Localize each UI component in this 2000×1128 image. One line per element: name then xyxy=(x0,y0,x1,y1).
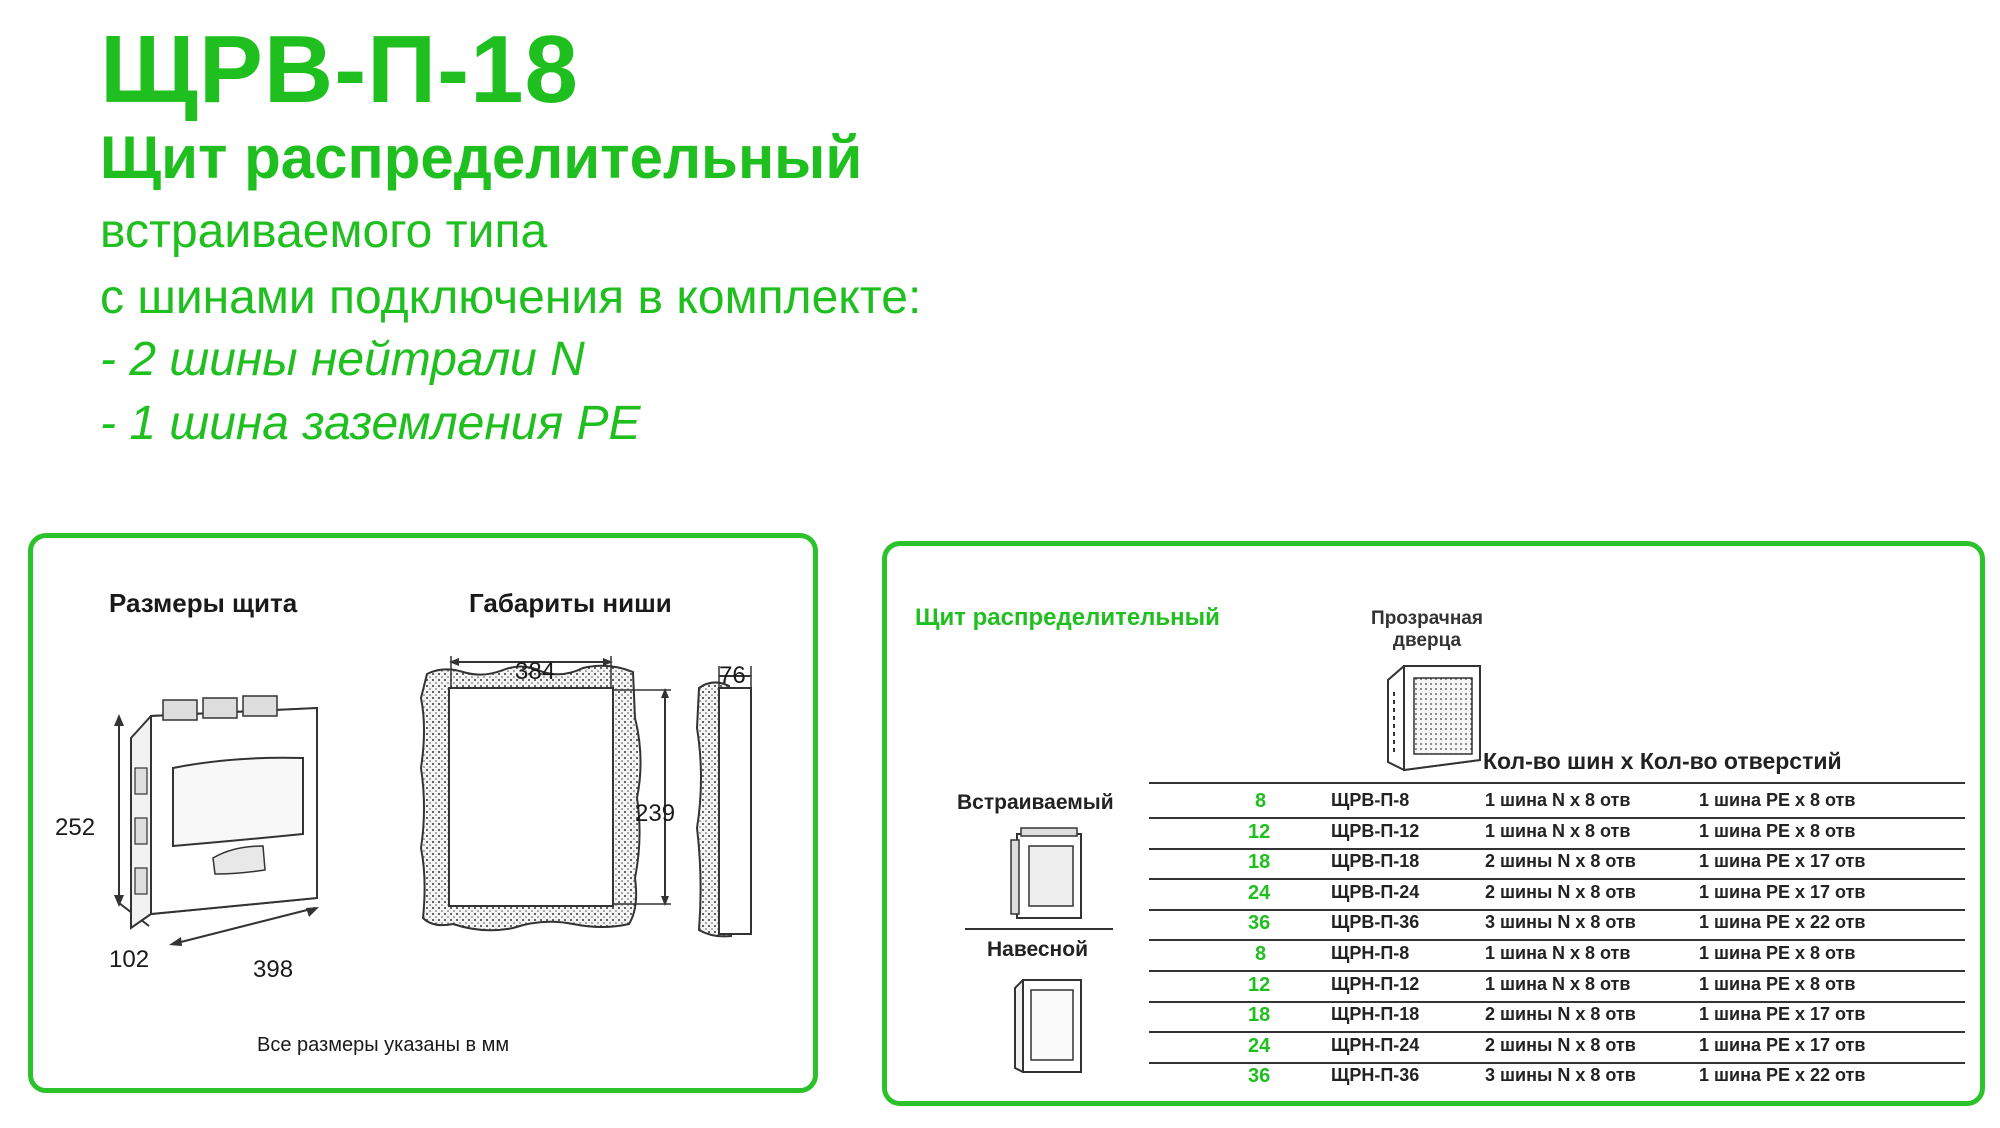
modules-count: 24 xyxy=(1248,882,1271,904)
neutral-bars: 1 шина N x 8 отв xyxy=(1485,943,1631,963)
row-divider xyxy=(1149,848,1965,850)
panel-drawing xyxy=(114,695,319,946)
transparent-door-icon xyxy=(1387,665,1481,772)
neutral-bars: 1 шина N x 8 отв xyxy=(1485,821,1631,841)
row-divider xyxy=(1149,970,1965,972)
ground-bars: 1 шина PE x 22 отв xyxy=(1699,1065,1866,1085)
sizes-label: Размеры щита xyxy=(109,588,298,618)
modules-count: 18 xyxy=(1248,851,1271,873)
neutral-bars: 1 шина N x 8 отв xyxy=(1485,790,1631,810)
ground-bars: 1 шина PE x 17 отв xyxy=(1699,882,1866,902)
dim-height: 252 xyxy=(55,814,96,841)
product-code: ЩРВ-П-18 xyxy=(100,16,579,123)
models-title: Щит распределительный xyxy=(915,604,1220,631)
ground-bars: 1 шина PE x 8 отв xyxy=(1699,821,1856,841)
modules-count: 12 xyxy=(1248,974,1271,996)
neutral-bars: 3 шины N x 8 отв xyxy=(1485,912,1636,932)
model-code: ЩРВ-П-8 xyxy=(1331,790,1410,810)
modules-count: 18 xyxy=(1248,1004,1271,1026)
models-panel: Щит распределительный Прозрачная дверца … xyxy=(882,541,1985,1106)
modules-count: 24 xyxy=(1248,1035,1271,1057)
modules-count: 8 xyxy=(1255,790,1267,812)
builtin-box-icon xyxy=(1010,827,1082,919)
row-divider xyxy=(1149,909,1965,911)
model-code: ЩРВ-П-12 xyxy=(1331,821,1420,841)
neutral-bars: 2 шины N x 8 отв xyxy=(1485,882,1636,902)
ground-bars: 1 шина PE x 17 отв xyxy=(1699,1035,1866,1055)
header-rule xyxy=(1149,782,1965,784)
neutral-bars: 2 шины N x 8 отв xyxy=(1485,1004,1636,1024)
row-divider xyxy=(1149,1031,1965,1033)
group-divider xyxy=(965,928,1113,930)
ground-bars: 1 шина PE x 17 отв xyxy=(1699,1004,1866,1024)
row-divider xyxy=(1149,939,1965,941)
door-label-line1: Прозрачная xyxy=(1371,608,1483,629)
row-divider xyxy=(1149,878,1965,880)
ground-bars: 1 шина PE x 8 отв xyxy=(1699,974,1856,994)
ground-bars: 1 шина PE x 22 отв xyxy=(1699,912,1866,932)
neutral-bars: 2 шины N x 8 отв xyxy=(1485,1035,1636,1055)
bullet-neutral: - 2 шины нейтрали N xyxy=(100,333,585,386)
modules-count: 36 xyxy=(1248,912,1271,934)
columns-header: Кол-во шин x Кол-во отверстий xyxy=(1483,748,1842,774)
model-code: ЩРН-П-36 xyxy=(1331,1065,1420,1085)
neutral-bars: 1 шина N x 8 отв xyxy=(1485,974,1631,994)
niche-depth: 76 xyxy=(719,662,746,689)
dimensions-panel: Размеры щита Габариты ниши 252 102 398 xyxy=(28,533,818,1093)
door-label: Прозрачная дверца xyxy=(1342,608,1512,652)
ground-bars: 1 шина PE x 17 отв xyxy=(1699,851,1866,871)
model-code: ЩРВ-П-36 xyxy=(1331,912,1420,932)
neutral-bars: 2 шины N x 8 отв xyxy=(1485,851,1636,871)
modules-count: 36 xyxy=(1248,1065,1271,1087)
ground-bars: 1 шина PE x 8 отв xyxy=(1699,790,1856,810)
niche-drawing xyxy=(419,656,752,938)
dim-depth: 102 xyxy=(109,946,150,973)
niche-width: 384 xyxy=(515,658,556,685)
group-builtin-label: Встраиваемый xyxy=(957,791,1114,814)
dim-width: 398 xyxy=(253,956,294,983)
model-code: ЩРН-П-18 xyxy=(1331,1004,1420,1024)
row-divider xyxy=(1149,1001,1965,1003)
row-divider xyxy=(1149,1062,1965,1064)
subtitle-bars: с шинами подключения в комплекте: xyxy=(100,271,922,324)
model-code: ЩРВ-П-24 xyxy=(1331,882,1420,902)
neutral-bars: 3 шины N x 8 отв xyxy=(1485,1065,1636,1085)
wall-box-icon xyxy=(1014,979,1082,1074)
product-title: Щит распределительный xyxy=(100,124,863,191)
niche-label: Габариты ниши xyxy=(469,588,672,618)
subtitle-type: встраиваемого типа xyxy=(100,205,548,258)
door-label-line2: дверца xyxy=(1392,630,1462,651)
ground-bars: 1 шина PE x 8 отв xyxy=(1699,943,1856,963)
model-code: ЩРН-П-8 xyxy=(1331,943,1410,963)
units-note: Все размеры указаны в мм xyxy=(257,1034,510,1056)
niche-height: 239 xyxy=(635,800,676,827)
model-code: ЩРВ-П-18 xyxy=(1331,851,1420,871)
model-code: ЩРН-П-12 xyxy=(1331,974,1420,994)
group-wall-label: Навесной xyxy=(987,938,1088,961)
bullet-ground: - 1 шина заземления PE xyxy=(100,397,641,450)
model-code: ЩРН-П-24 xyxy=(1331,1035,1420,1055)
modules-count: 12 xyxy=(1248,821,1271,843)
row-divider xyxy=(1149,817,1965,819)
modules-count: 8 xyxy=(1255,943,1267,965)
